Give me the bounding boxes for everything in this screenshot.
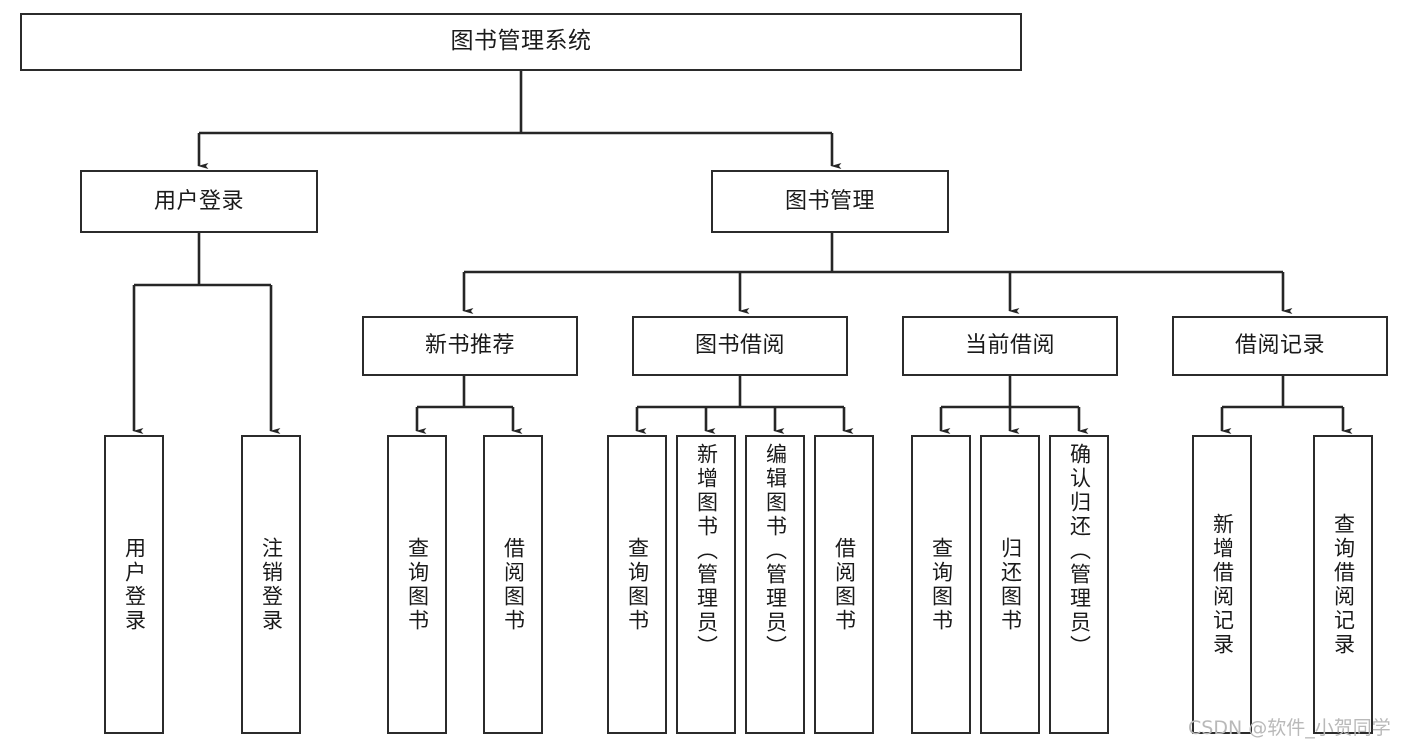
node-book-management[interactable]: 图书管理: [711, 170, 949, 233]
node-label: 查询图书: [929, 536, 954, 633]
node-borrow-records[interactable]: 借阅记录: [1172, 316, 1388, 376]
watermark-text: CSDN @软件_小贺同学: [1188, 717, 1391, 739]
node-root-system[interactable]: 图书管理系统: [20, 13, 1022, 71]
node-leaf-edit-book-admin[interactable]: 编辑图书（管理员）: [745, 435, 805, 734]
node-label: 注销登录: [259, 536, 284, 633]
node-leaf-query-books-recommend[interactable]: 查询图书: [387, 435, 447, 734]
node-leaf-query-borrow-record[interactable]: 查询借阅记录: [1313, 435, 1373, 734]
node-label: 查询图书: [405, 536, 430, 633]
node-leaf-add-borrow-record[interactable]: 新增借阅记录: [1192, 435, 1252, 734]
node-leaf-query-books-current[interactable]: 查询图书: [911, 435, 971, 734]
node-book-borrow[interactable]: 图书借阅: [632, 316, 848, 376]
node-label: 查询图书: [625, 536, 650, 633]
node-leaf-query-books-borrow[interactable]: 查询图书: [607, 435, 667, 734]
node-label: 确认归还（管理员）: [1067, 443, 1092, 659]
node-current-borrow[interactable]: 当前借阅: [902, 316, 1118, 376]
node-label: 图书管理: [784, 188, 875, 214]
node-label: 当前借阅: [964, 333, 1055, 359]
node-new-book-recommend[interactable]: 新书推荐: [362, 316, 578, 376]
node-label: 查询借阅记录: [1331, 512, 1356, 657]
node-label: 借阅图书: [501, 536, 526, 633]
node-label: 新书推荐: [424, 333, 515, 359]
node-label: 借阅记录: [1234, 333, 1325, 359]
node-leaf-borrow-books[interactable]: 借阅图书: [814, 435, 874, 734]
node-label: 编辑图书（管理员）: [763, 443, 788, 659]
node-label: 新增图书（管理员）: [694, 443, 719, 659]
node-label: 借阅图书: [832, 536, 857, 633]
node-leaf-borrow-books-recommend[interactable]: 借阅图书: [483, 435, 543, 734]
node-user-login[interactable]: 用户登录: [80, 170, 318, 233]
node-leaf-confirm-return-admin[interactable]: 确认归还（管理员）: [1049, 435, 1109, 734]
node-label: 用户登录: [122, 536, 147, 633]
node-label: 图书借阅: [694, 333, 785, 359]
node-leaf-return-books[interactable]: 归还图书: [980, 435, 1040, 734]
node-label: 归还图书: [998, 536, 1023, 633]
node-leaf-user-login[interactable]: 用户登录: [104, 435, 164, 734]
node-label: 用户登录: [153, 188, 244, 214]
node-label: 图书管理系统: [450, 28, 592, 55]
node-leaf-add-book-admin[interactable]: 新增图书（管理员）: [676, 435, 736, 734]
node-label: 新增借阅记录: [1210, 512, 1235, 657]
node-leaf-user-logout[interactable]: 注销登录: [241, 435, 301, 734]
